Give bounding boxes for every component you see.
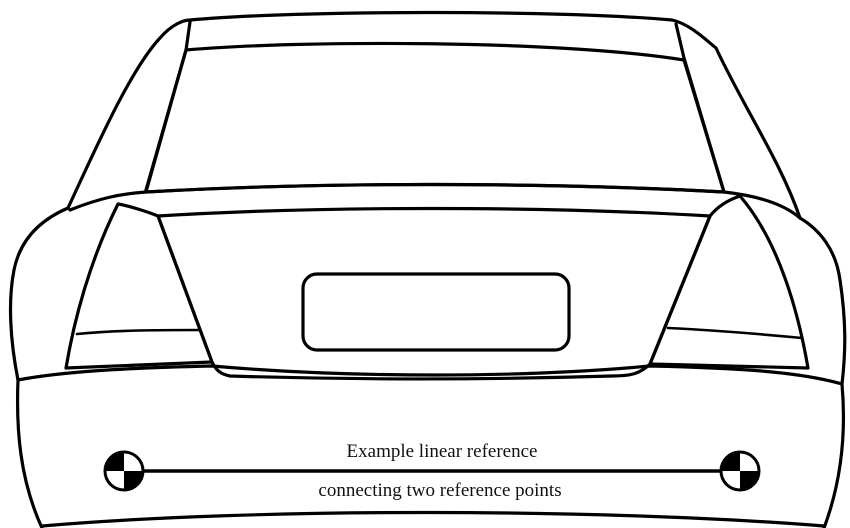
caption-line-2: connecting two reference points xyxy=(318,480,561,501)
right-tail-light xyxy=(648,194,810,370)
caption-line-1: Example linear reference xyxy=(347,441,538,462)
bumper-bottom-right xyxy=(822,382,846,528)
left-tail-light-divider xyxy=(75,328,202,336)
right-reference-point xyxy=(719,450,761,492)
left-tail-light xyxy=(64,202,214,370)
roof-outline xyxy=(66,10,802,220)
trunk-panel xyxy=(156,206,712,381)
left-fender xyxy=(8,206,70,382)
trunk-top-crease xyxy=(68,182,802,220)
bumper-lower-edge xyxy=(40,510,826,528)
bumper-top xyxy=(16,364,844,386)
rear-window xyxy=(144,41,726,194)
right-tail-light-divider xyxy=(666,326,804,340)
bumper-bottom xyxy=(15,378,44,528)
license-plate xyxy=(301,272,571,352)
left-reference-point xyxy=(103,450,145,492)
right-fender xyxy=(798,216,847,386)
